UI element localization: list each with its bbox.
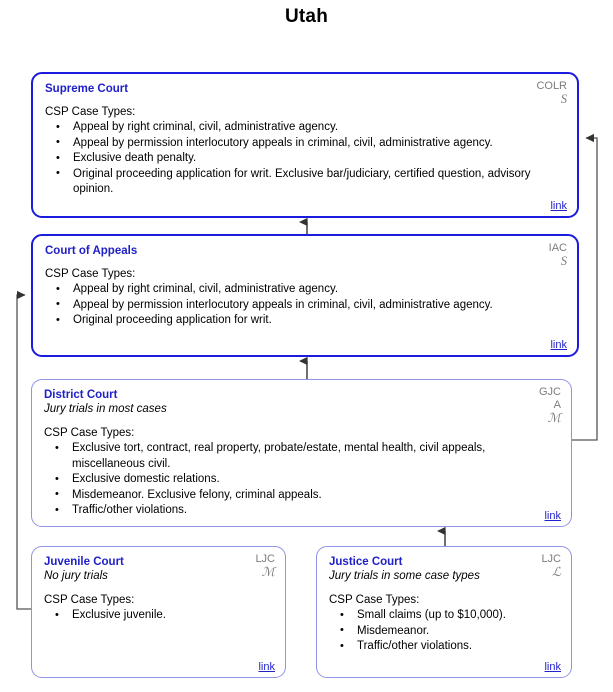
list-item: Small claims (up to $10,000). <box>340 608 559 624</box>
court-subtitle: Jury trials in some case types <box>329 570 480 582</box>
list-item: Misdemeanor. Exclusive felony, criminal … <box>55 487 559 504</box>
csp-case-types-label: CSP Case Types: <box>44 427 135 439</box>
badge-justice-court: LJC ℒ <box>541 553 561 579</box>
link-district-court[interactable]: link <box>544 510 561 522</box>
csp-case-types-label: CSP Case Types: <box>44 594 135 606</box>
court-box-justice-court[interactable]: LJC ℒ Justice Court Jury trials in some … <box>316 546 572 678</box>
case-types-list: Small claims (up to $10,000). Misdemeano… <box>329 608 559 655</box>
csp-case-types-label: CSP Case Types: <box>329 594 420 606</box>
badge-code-secondary: A <box>553 399 561 411</box>
court-box-district-court[interactable]: GJC A ℳ District Court Jury trials in mo… <box>31 379 572 527</box>
badge-code: LJC <box>541 553 561 565</box>
case-types-list: Appeal by right criminal, civil, adminis… <box>45 282 565 329</box>
list-item: Exclusive juvenile. <box>55 608 273 624</box>
court-title: Supreme Court <box>45 83 129 95</box>
badge-code: IAC <box>548 242 567 254</box>
csp-case-types-label: CSP Case Types: <box>45 106 136 118</box>
case-types-list: Appeal by right criminal, civil, adminis… <box>45 120 565 198</box>
badge-code: COLR <box>536 80 567 92</box>
case-types-list: Exclusive tort, contract, real property,… <box>44 441 559 519</box>
link-juvenile-court[interactable]: link <box>258 661 275 673</box>
court-subtitle: Jury trials in most cases <box>44 403 167 415</box>
badge-district-court: GJC A ℳ <box>539 386 561 425</box>
court-title: District Court <box>44 389 118 401</box>
court-box-court-of-appeals[interactable]: IAC S Court of Appeals CSP Case Types: A… <box>31 234 579 357</box>
court-title: Justice Court <box>329 556 403 568</box>
link-court-of-appeals[interactable]: link <box>550 339 567 351</box>
court-title: Juvenile Court <box>44 556 124 568</box>
badge-mark: ℳ <box>261 565 275 579</box>
list-item: Original proceeding application for writ… <box>56 313 565 329</box>
list-item: Appeal by permission interlocutory appea… <box>56 297 565 314</box>
court-box-juvenile-court[interactable]: LJC ℳ Juvenile Court No jury trials CSP … <box>31 546 286 678</box>
list-item: Traffic/other violations. <box>340 639 559 655</box>
badge-code: GJC <box>539 386 561 398</box>
badge-mark: S <box>560 92 567 106</box>
list-item: Exclusive tort, contract, real property,… <box>55 441 559 472</box>
list-item: Original proceeding application for writ… <box>56 166 565 198</box>
list-item: Appeal by right criminal, civil, adminis… <box>56 282 565 298</box>
badge-juvenile-court: LJC ℳ <box>255 553 275 579</box>
link-justice-court[interactable]: link <box>544 661 561 673</box>
court-box-supreme-court[interactable]: COLR S Supreme Court CSP Case Types: App… <box>31 72 579 218</box>
link-supreme-court[interactable]: link <box>550 200 567 212</box>
badge-code: LJC <box>255 553 275 565</box>
badge-court-of-appeals: IAC S <box>549 242 567 268</box>
badge-mark: ℳ <box>547 411 561 425</box>
connector-juvenile-to-appeals <box>16 290 31 610</box>
list-item: Appeal by right criminal, civil, adminis… <box>56 120 565 136</box>
case-types-list: Exclusive juvenile. <box>44 608 273 624</box>
court-title: Court of Appeals <box>45 245 138 257</box>
badge-supreme-court: COLR S <box>536 80 567 106</box>
badge-mark: ℒ <box>551 565 561 579</box>
csp-case-types-label: CSP Case Types: <box>45 268 136 280</box>
badge-mark: S <box>560 254 567 268</box>
list-item: Exclusive domestic relations. <box>55 472 559 488</box>
list-item: Misdemeanor. <box>340 623 559 640</box>
page-title: Utah <box>284 6 329 27</box>
list-item: Exclusive death penalty. <box>56 151 565 167</box>
court-subtitle: No jury trials <box>44 570 108 582</box>
list-item: Appeal by permission interlocutory appea… <box>56 135 565 152</box>
list-item: Traffic/other violations. <box>55 503 559 519</box>
